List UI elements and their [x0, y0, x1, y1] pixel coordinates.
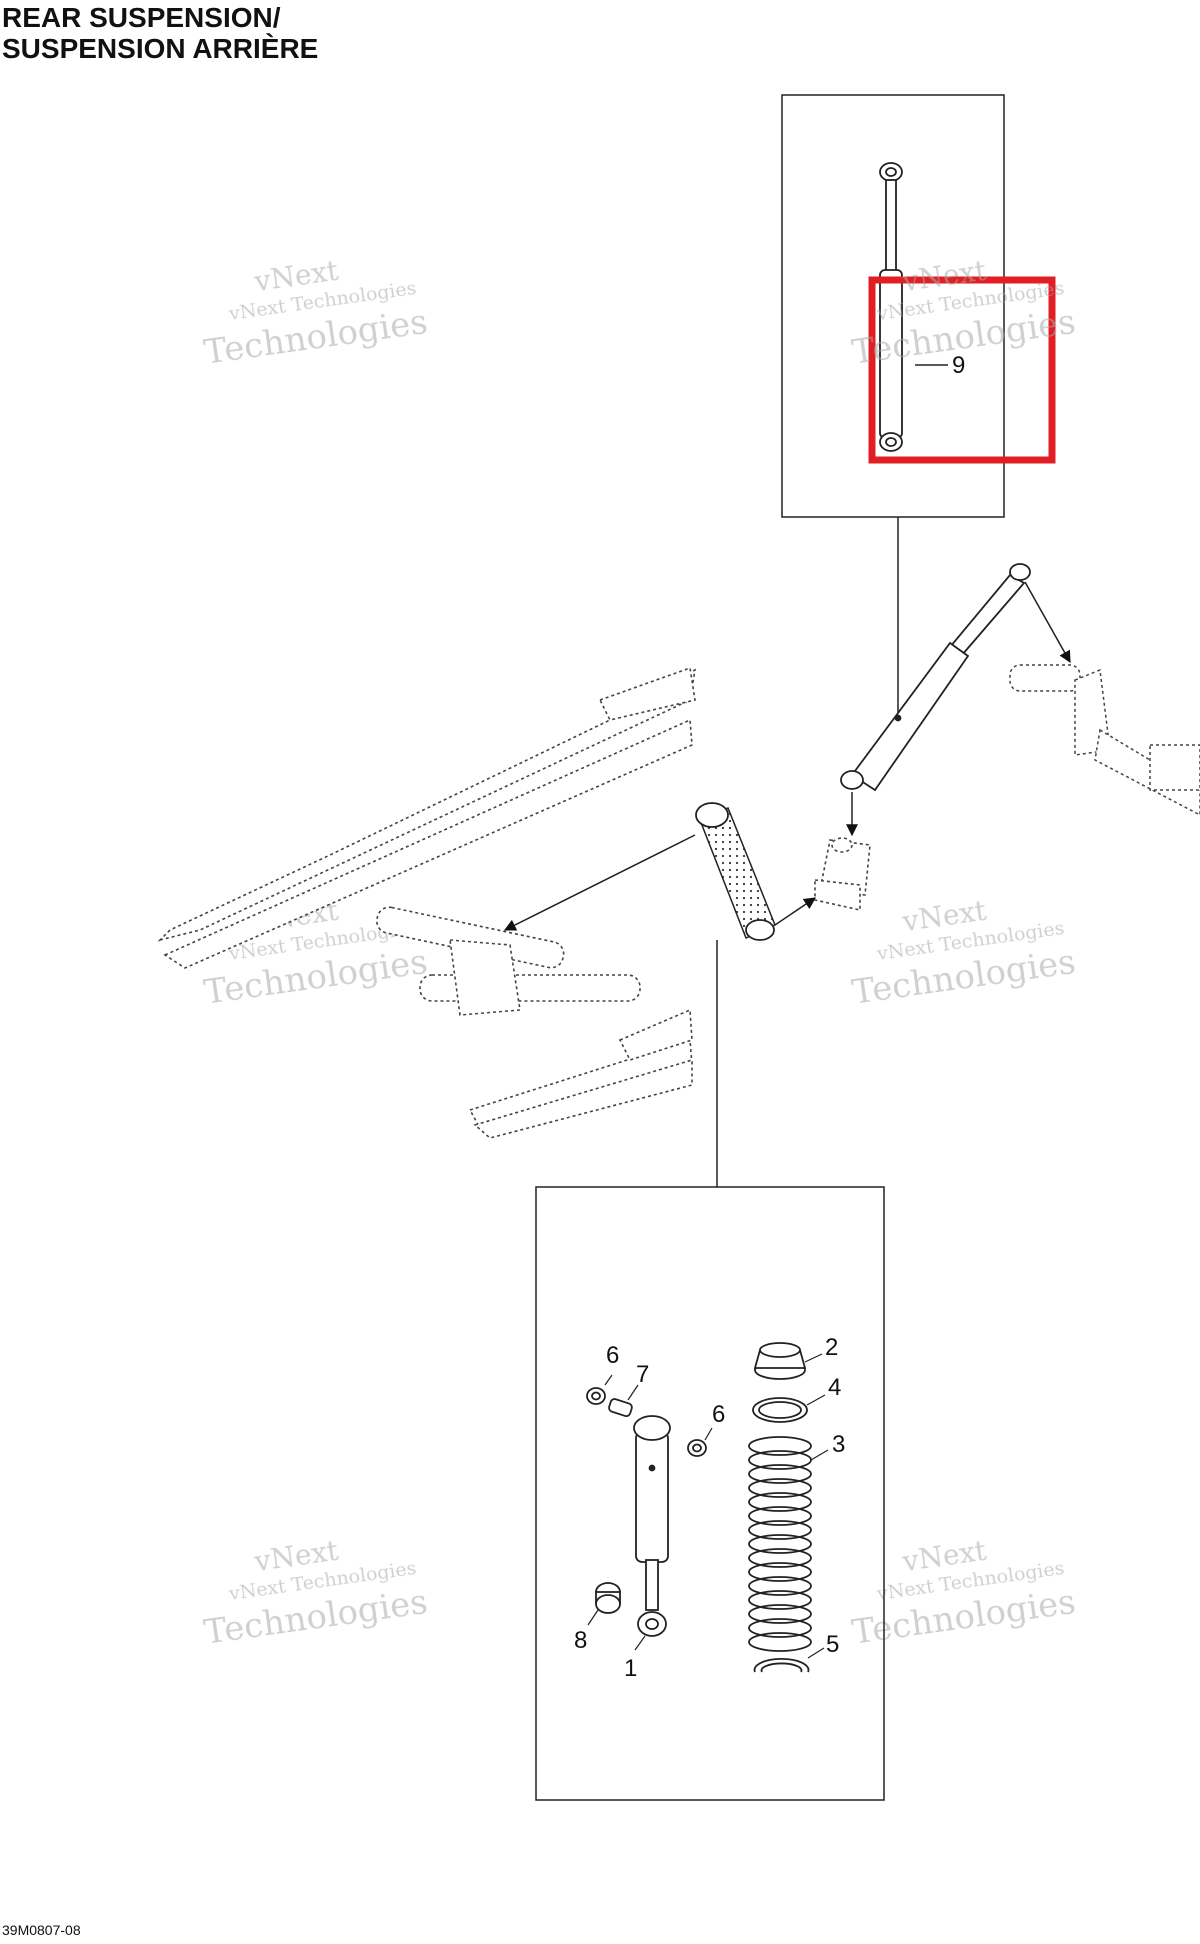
callout-leader-1 — [634, 1635, 646, 1651]
spring-shock-installed — [695, 802, 776, 941]
shock-absorber-part-1[interactable] — [633, 1415, 671, 1637]
arrow-shock-right — [1024, 581, 1071, 664]
front-arm-partial — [1009, 664, 1200, 816]
detail-box-bottom — [535, 1186, 885, 1801]
spring-retainer-part-2[interactable] — [753, 1342, 807, 1380]
callout-9: 9 — [952, 352, 965, 379]
bushing-part-6-right[interactable] — [687, 1439, 707, 1457]
callout-leader-6a — [604, 1374, 613, 1386]
callout-1: 1 — [624, 1655, 637, 1682]
callout-leader-3 — [810, 1449, 829, 1461]
callout-leader-5 — [807, 1647, 825, 1659]
callout-5: 5 — [826, 1631, 839, 1658]
arrow-to-rail — [503, 834, 696, 931]
callout-leader-4 — [806, 1394, 826, 1406]
arrow-to-bracket — [774, 897, 816, 926]
highlight-box — [868, 276, 1056, 464]
clip-ring-part-5[interactable] — [753, 1657, 810, 1673]
title-line-french: SUSPENSION ARRIÈRE — [2, 33, 319, 64]
drawing-code: 39M0807-08 — [2, 1922, 81, 1938]
slide-rail-upper — [157, 666, 697, 969]
detail-box-top — [781, 94, 1005, 518]
gas-shock-installed — [840, 563, 1031, 792]
callout-leader-7 — [627, 1384, 639, 1401]
spacer-part-7[interactable] — [608, 1398, 633, 1418]
washer-part-4[interactable] — [752, 1397, 808, 1423]
callout-2: 2 — [825, 1334, 838, 1361]
coil-spring-part-3[interactable] — [748, 1436, 812, 1652]
bushing-part-8[interactable] — [595, 1582, 621, 1614]
slide-rail-lower — [468, 1008, 693, 1139]
page-title: REAR SUSPENSION/ SUSPENSION ARRIÈRE — [2, 2, 318, 64]
callout-7: 7 — [636, 1361, 649, 1388]
bushing-part-6[interactable] — [586, 1387, 606, 1405]
callout-6-right: 6 — [712, 1401, 725, 1428]
gas-shock-part-9[interactable] — [879, 162, 903, 452]
callout-8: 8 — [574, 1627, 587, 1654]
rear-arm — [376, 906, 641, 1016]
callout-leader-6b — [704, 1427, 713, 1441]
callout-6: 6 — [606, 1342, 619, 1369]
callout-3: 3 — [832, 1431, 845, 1458]
callout-4: 4 — [828, 1374, 841, 1401]
linkage-bracket — [814, 837, 871, 911]
title-line-english: REAR SUSPENSION/ — [2, 2, 281, 33]
callout-leader-2 — [804, 1353, 823, 1363]
callout-leader-8 — [587, 1609, 599, 1626]
